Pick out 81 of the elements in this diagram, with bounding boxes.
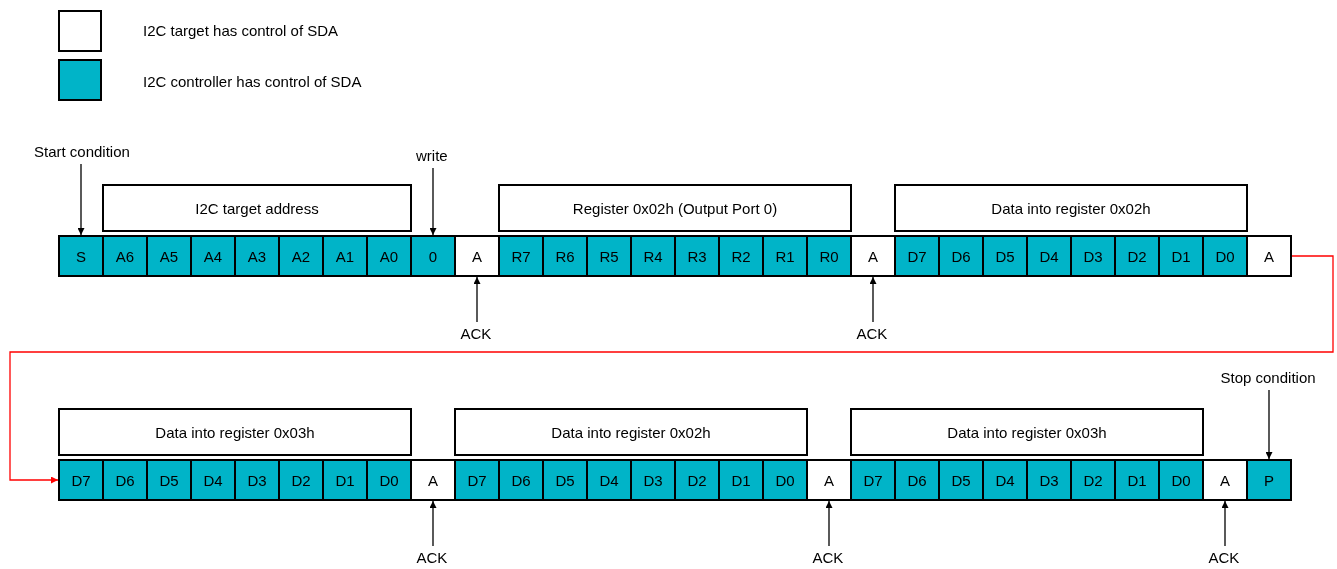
bit-cell: D4: [190, 459, 236, 501]
bit-cell: D0: [762, 459, 808, 501]
bit-cell: A3: [234, 235, 280, 277]
bit-cell: D6: [498, 459, 544, 501]
bit-cell: D2: [674, 459, 720, 501]
bit-cell: D3: [630, 459, 676, 501]
bit-cell: D6: [102, 459, 148, 501]
bit-cell: A: [454, 235, 500, 277]
field-label-box: I2C target address: [102, 184, 412, 232]
arrow: [869, 276, 877, 323]
bit-cell: D0: [1158, 459, 1204, 501]
bit-cell: D4: [1026, 235, 1072, 277]
annotation-label: ACK: [856, 325, 888, 343]
bit-cell: D5: [982, 235, 1028, 277]
bit-cell: D7: [58, 459, 104, 501]
bit-cell: R7: [498, 235, 544, 277]
annotation-label: ACK: [1208, 549, 1240, 567]
annotation-label: ACK: [416, 549, 448, 567]
bit-cell: D7: [454, 459, 500, 501]
bit-cell: A: [1246, 235, 1292, 277]
bit-cell: D0: [1202, 235, 1248, 277]
arrow: [1265, 389, 1273, 460]
bit-cell: A5: [146, 235, 192, 277]
arrow: [473, 276, 481, 323]
arrow: [77, 163, 85, 236]
bit-cell: D3: [1070, 235, 1116, 277]
bit-cell: P: [1246, 459, 1292, 501]
bit-cell: D4: [982, 459, 1028, 501]
annotation-label: Start condition: [34, 143, 130, 161]
bit-cell: D5: [146, 459, 192, 501]
bit-cell: S: [58, 235, 104, 277]
bit-cell: A0: [366, 235, 412, 277]
arrow: [429, 500, 437, 547]
bit-cell: A: [1202, 459, 1248, 501]
field-label-box: Register 0x02h (Output Port 0): [498, 184, 852, 232]
arrow: [825, 500, 833, 547]
bit-cell: D2: [1114, 235, 1160, 277]
bit-cell: R6: [542, 235, 588, 277]
bit-cell: D2: [278, 459, 324, 501]
bit-cell: R3: [674, 235, 720, 277]
annotation-label: ACK: [812, 549, 844, 567]
bit-cell: D0: [366, 459, 412, 501]
bit-cell: R1: [762, 235, 808, 277]
bit-cell: D7: [894, 235, 940, 277]
bit-cell: D5: [542, 459, 588, 501]
bit-cell: D1: [322, 459, 368, 501]
bit-cell: R0: [806, 235, 852, 277]
bit-cell: D6: [938, 235, 984, 277]
bit-cell: D1: [1114, 459, 1160, 501]
annotation-label: write: [416, 147, 448, 165]
arrow: [1221, 500, 1229, 547]
bit-cell: D1: [1158, 235, 1204, 277]
arrow: [429, 167, 437, 236]
bit-cell: A1: [322, 235, 368, 277]
field-label-box: Data into register 0x03h: [850, 408, 1204, 456]
bit-cell: D3: [1026, 459, 1072, 501]
legend-label: I2C controller has control of SDA: [143, 73, 362, 90]
field-label-box: Data into register 0x03h: [58, 408, 412, 456]
annotation-label: Stop condition: [1220, 369, 1316, 387]
bit-cell: D2: [1070, 459, 1116, 501]
bit-cell: A: [850, 235, 896, 277]
bit-cell: D5: [938, 459, 984, 501]
bit-cell: D7: [850, 459, 896, 501]
bit-cell: A6: [102, 235, 148, 277]
connector-arrow: [9, 255, 1334, 484]
field-label-box: Data into register 0x02h: [454, 408, 808, 456]
bit-cell: A2: [278, 235, 324, 277]
annotation-label: ACK: [460, 325, 492, 343]
bit-cell: R4: [630, 235, 676, 277]
bit-cell: D3: [234, 459, 280, 501]
bit-cell: D6: [894, 459, 940, 501]
bit-cell: A: [806, 459, 852, 501]
legend-label: I2C target has control of SDA: [143, 22, 339, 39]
field-label-box: Data into register 0x02h: [894, 184, 1248, 232]
bit-cell: 0: [410, 235, 456, 277]
bit-cell: A4: [190, 235, 236, 277]
bit-cell: R5: [586, 235, 632, 277]
bit-cell: A: [410, 459, 456, 501]
bit-cell: D1: [718, 459, 764, 501]
bit-cell: D4: [586, 459, 632, 501]
bit-cell: R2: [718, 235, 764, 277]
